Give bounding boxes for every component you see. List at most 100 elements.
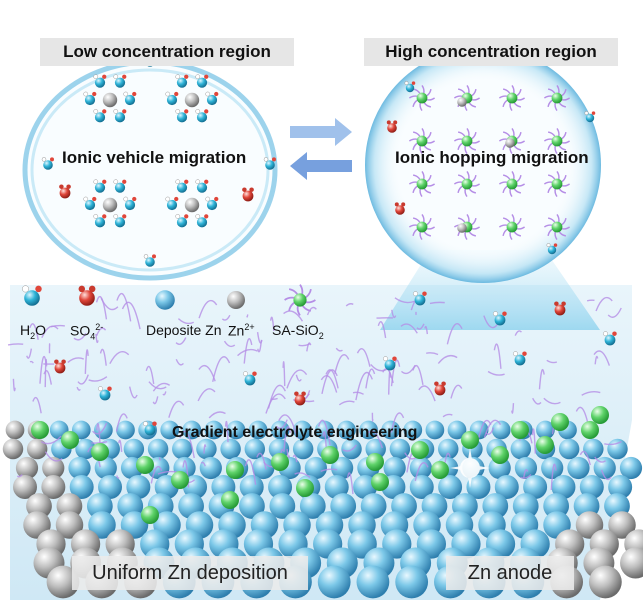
polymer-chain (334, 354, 350, 374)
polymer-chain (416, 323, 425, 330)
sa-sio2-particle (543, 84, 571, 112)
sio2-bead (321, 446, 339, 464)
legend-h2o: H2O (20, 322, 46, 341)
sa-sio2-particle (408, 170, 436, 198)
deposit-zn-atom (317, 565, 351, 599)
h2o-molecule (404, 81, 416, 93)
legend-so4-main: SO (70, 322, 91, 339)
polymer-chain (388, 371, 391, 395)
zn-ion (227, 291, 245, 309)
polymer-chain (12, 378, 16, 392)
zn-substrate-atom (608, 511, 636, 539)
h2o-molecule (243, 371, 257, 386)
legend-h2o-sub: 2 (30, 330, 36, 341)
polymer-chain (442, 413, 453, 418)
so4-ion (54, 359, 66, 374)
deposit-zn-atom (199, 456, 222, 480)
legend-zn-ion-sup: 2+ (244, 322, 255, 332)
sa-chain-layer (7, 292, 622, 524)
deposit-zn-atom (172, 438, 193, 460)
polymer-chain (594, 355, 599, 365)
h2o-molecule (513, 351, 527, 366)
polymer-chain (418, 385, 436, 402)
deposit-zn-atom (220, 438, 241, 460)
h2o-molecule (205, 91, 219, 106)
deposit-zn-sphere (155, 290, 175, 310)
polymer-chain (523, 469, 529, 478)
polymer-chain (538, 369, 545, 390)
polymer-chain (342, 444, 357, 452)
deposit-zn-atom (331, 456, 354, 480)
polymer-chain (152, 382, 171, 392)
sa-sio2-particle (498, 170, 526, 198)
deposit-zn-atom (491, 420, 511, 440)
deposit-zn-atom (523, 475, 548, 499)
polymer-chain (39, 355, 47, 384)
deposit-zn-atom (383, 456, 406, 480)
legend-sa-sio2-main: SA-SiO (272, 322, 319, 338)
polymer-chain (145, 365, 155, 385)
polymer-chain (414, 462, 429, 482)
zn-substrate-atom (5, 420, 25, 440)
legend-h2o-tail: O (35, 322, 47, 338)
polymer-chain (600, 469, 612, 481)
polymer-chain (286, 369, 308, 389)
h2o-molecule (175, 74, 189, 88)
polymer-chain (224, 420, 229, 443)
h2o-molecule (41, 157, 54, 170)
polymer-chain (546, 359, 558, 364)
polymer-chain (400, 323, 418, 334)
polymer-chain (197, 388, 216, 402)
polymer-chain (335, 347, 343, 352)
polymer-chain (278, 414, 298, 439)
polymer-chain (550, 463, 557, 491)
polymer-chain (531, 428, 537, 454)
sio2-bead (581, 421, 599, 439)
polymer-chain (424, 325, 429, 335)
sa-sio2-particle (498, 213, 526, 241)
h2o-molecule (83, 91, 97, 106)
deposit-zn-atom (204, 420, 224, 440)
sio2-bead (296, 479, 314, 497)
h2o-molecule (413, 291, 427, 306)
polymer-chain (391, 309, 397, 319)
polymer-chain (485, 427, 495, 435)
polymer-chain (256, 452, 267, 470)
polymer-chain (586, 299, 595, 302)
h2o-molecule (175, 108, 189, 123)
polymer-chain (41, 325, 59, 339)
deposit-zn-atom (494, 475, 519, 499)
polymer-chain (377, 321, 387, 339)
polymer-chain (67, 357, 85, 363)
polymer-chain (32, 396, 42, 414)
h2o-molecule (93, 213, 107, 228)
polymer-chain (483, 419, 502, 438)
deposit-zn-atom (182, 420, 202, 440)
h2o-molecule (143, 421, 157, 436)
sio2-bead (226, 461, 244, 479)
legend-zn-ion-main: Zn (228, 322, 245, 339)
high-mechanism-label: Ionic hopping migration (395, 148, 589, 167)
sa-sio2-particle (408, 127, 436, 155)
deposit-zn-atom (541, 456, 564, 480)
polymer-chain (168, 400, 185, 418)
polymer-chain (394, 297, 415, 304)
polymer-chain (265, 393, 286, 414)
polymer-chain (355, 371, 373, 401)
zn-anode-label: Zn anode (446, 556, 574, 590)
sio2-bead (461, 431, 479, 449)
polymer-chain (16, 474, 23, 478)
h2o-molecule (93, 108, 107, 123)
polymer-chain (543, 397, 561, 405)
zn-ion (457, 223, 467, 233)
polymer-chain (148, 381, 167, 390)
deposit-zn-atom (409, 456, 433, 480)
zn-ion (184, 197, 200, 213)
polymer-chain (179, 430, 195, 459)
polymer-chain (321, 369, 338, 394)
sio2-bead (371, 473, 389, 491)
polymer-chain (390, 359, 401, 387)
polymer-chain (450, 384, 463, 399)
so4-ion (294, 391, 306, 406)
sa-sio2-particle (543, 127, 571, 155)
